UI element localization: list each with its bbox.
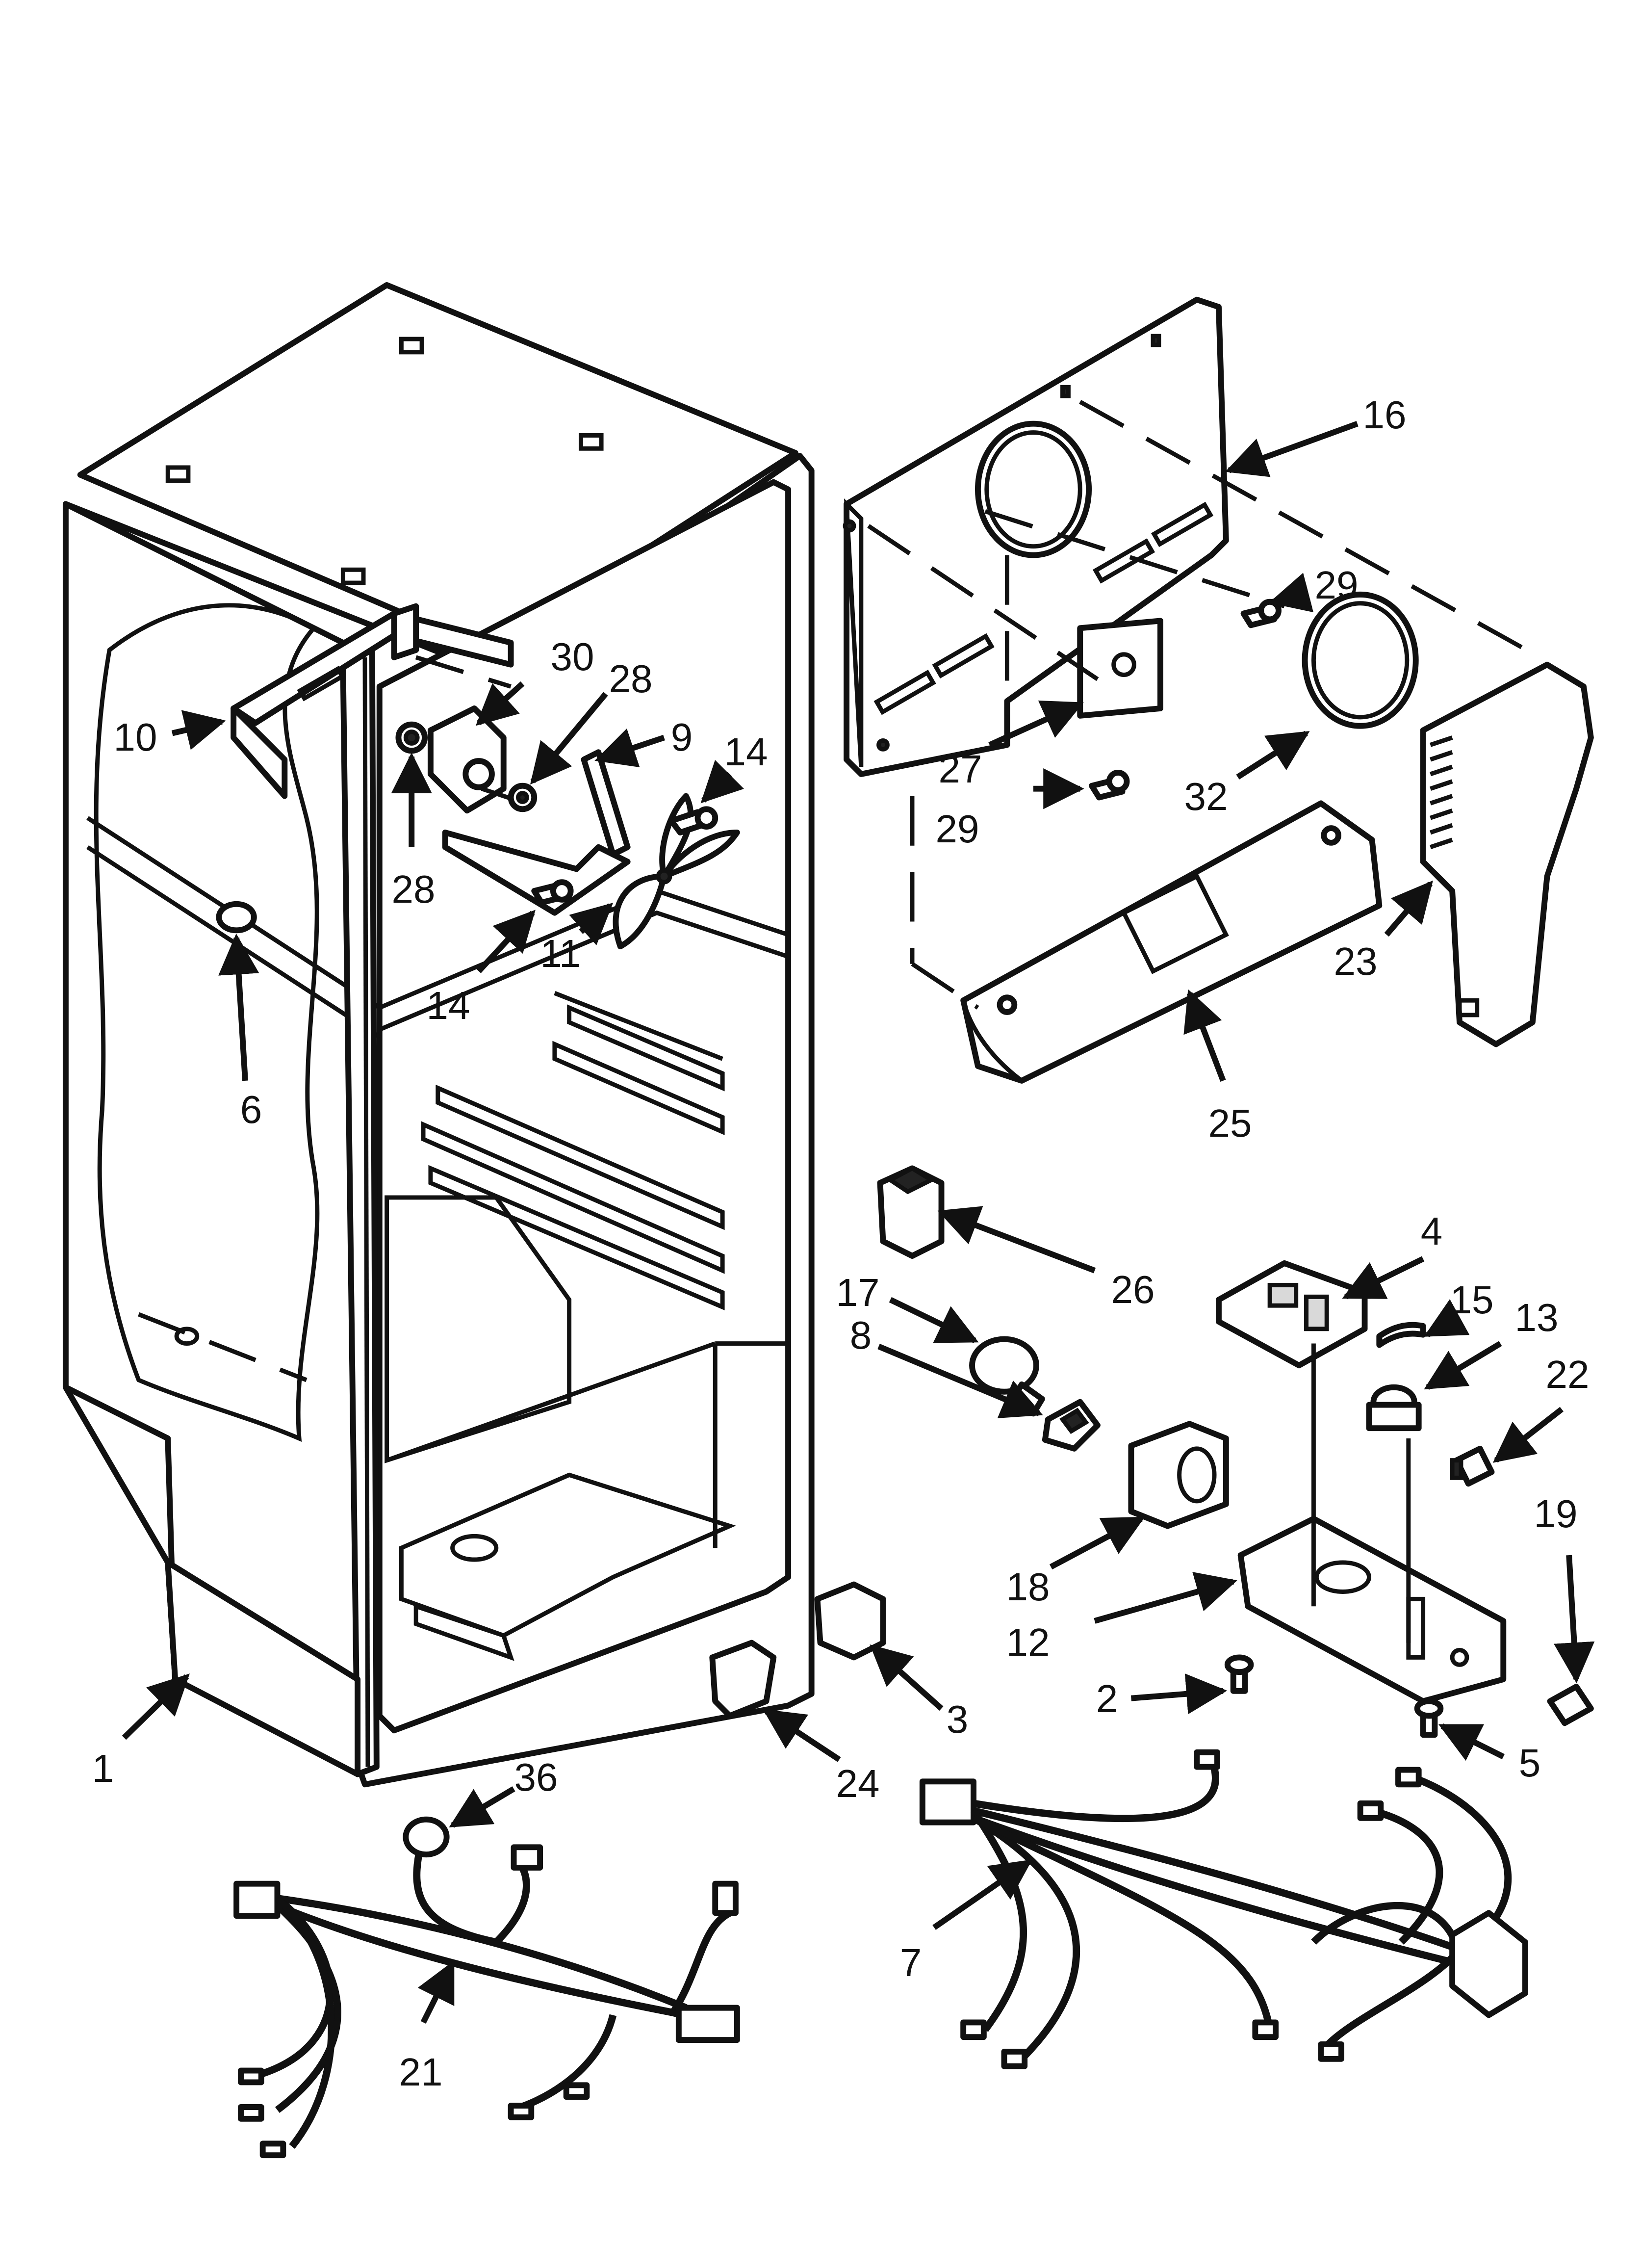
callout-7: 7 (899, 1941, 922, 1984)
knob-22 (1450, 1445, 1495, 1487)
callout-4: 4 (1420, 1209, 1443, 1253)
callout-24: 24 (836, 1762, 880, 1805)
callout-28-upper: 28 (609, 657, 653, 701)
callout-14-lower: 14 (426, 984, 470, 1027)
screw-5 (1414, 1698, 1444, 1738)
screws-14 (531, 806, 718, 906)
screw-29-lower (1089, 769, 1130, 801)
callout-16: 16 (1362, 393, 1407, 437)
wire-harness-7 (919, 1749, 1528, 2069)
grille-cover-23 (1420, 661, 1594, 1047)
tube-15 (1376, 1322, 1426, 1348)
switch-24 (709, 1640, 777, 1719)
fan-blade-11 (613, 793, 740, 950)
air-duct-25 (960, 800, 1383, 1084)
cabinet-liner (62, 282, 815, 1788)
callout-17: 17 (836, 1271, 880, 1314)
callout-19: 19 (1534, 1492, 1578, 1536)
callout-11: 11 (540, 932, 581, 975)
callout-8: 8 (849, 1313, 872, 1357)
control-board-4 (1216, 1260, 1368, 1369)
callout-29-upper: 29 (1314, 563, 1359, 607)
callout-12: 12 (1006, 1620, 1050, 1664)
fan-bracket-9 (442, 749, 631, 916)
callout-29-lower: 29 (935, 807, 979, 851)
wire-harness-21 (233, 1816, 740, 2159)
callout-36: 36 (514, 1755, 558, 1799)
callout-32: 32 (1184, 775, 1228, 818)
callout-5: 5 (1518, 1741, 1541, 1785)
callout-27: 27 (938, 747, 982, 791)
callout-13: 13 (1514, 1296, 1559, 1339)
callout-21: 21 (399, 2050, 443, 2094)
shelf-rails (421, 991, 725, 1310)
callout-9: 9 (670, 715, 693, 759)
callout-25: 25 (1208, 1101, 1252, 1145)
connector-19 (1547, 1683, 1594, 1726)
motor-bracket-10 (231, 603, 514, 799)
control-housing-12 (1237, 1343, 1507, 1704)
callout-26: 26 (1111, 1268, 1155, 1311)
evaporator-cover (843, 296, 1229, 777)
alignment-lines (867, 400, 1541, 1010)
callout-23: 23 (1334, 939, 1378, 983)
switch-3 (814, 1581, 886, 1661)
screw-2 (1224, 1654, 1254, 1694)
callout-18: 18 (1006, 1565, 1050, 1609)
callout-28-lower: 28 (391, 867, 436, 911)
callout-14-upper: 14 (724, 730, 768, 774)
socket-8 (1042, 1399, 1101, 1452)
plug-6 (216, 901, 257, 934)
thermostat-13 (1366, 1384, 1422, 1432)
screw-29-upper (1240, 599, 1282, 628)
switch-26 (877, 1165, 945, 1259)
leader-lines (122, 421, 1595, 2024)
grommet-28 (395, 721, 538, 812)
callout-10: 10 (113, 715, 157, 759)
callout-22: 22 (1545, 1353, 1590, 1396)
fan-ring-32 (1302, 591, 1419, 729)
callout-3: 3 (946, 1697, 969, 1741)
callout-6: 6 (240, 1088, 262, 1131)
callout-1: 1 (92, 1747, 114, 1790)
callout-2: 2 (1096, 1677, 1118, 1721)
light-shield-18 (1128, 1421, 1229, 1529)
callout-30: 30 (550, 635, 594, 678)
callout-15: 15 (1450, 1278, 1494, 1322)
